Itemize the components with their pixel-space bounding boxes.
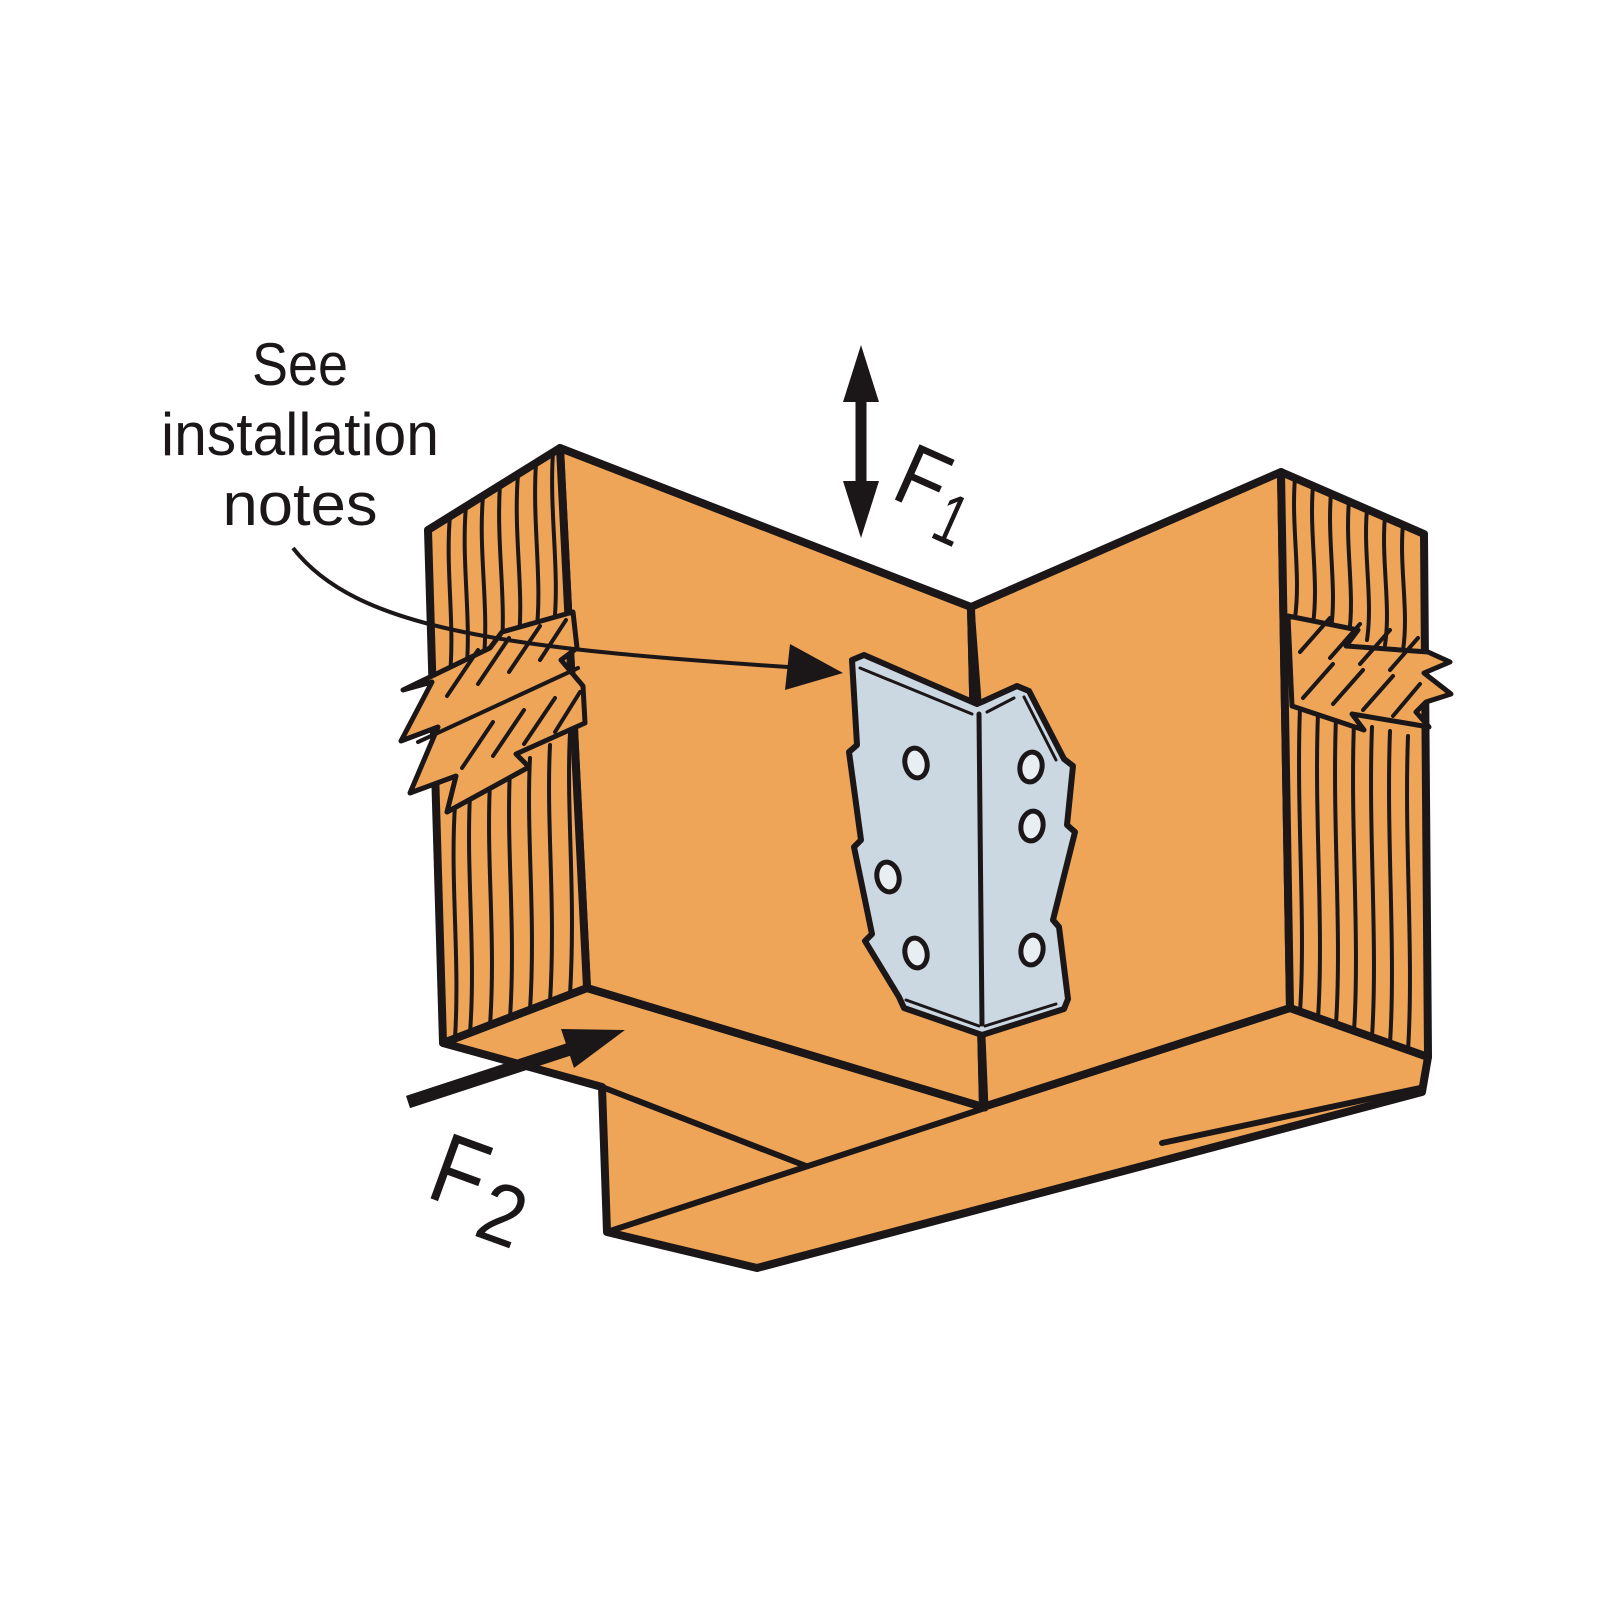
- note-text-line: installation: [161, 401, 439, 468]
- f2-label: F 2: [416, 1111, 539, 1267]
- left-beam-grain-lines: [446, 450, 574, 1040]
- inside-corner-edge-top: [967, 603, 982, 705]
- f2-arrow-shaft: [405, 1042, 573, 1109]
- f1-force-arrow: F 1: [843, 345, 980, 563]
- nail-hole: [902, 935, 930, 971]
- f1-arrowhead-up: [843, 345, 879, 402]
- inside-corner-edge-bottom: [978, 1032, 989, 1112]
- note-text-line: See: [252, 331, 348, 398]
- note-text-line: notes: [223, 471, 378, 538]
- left-bottom-strip-edge: [599, 1084, 809, 1169]
- right-break-herringbone: [1298, 616, 1422, 718]
- framing-angle-bracket: [846, 652, 1078, 1038]
- bottom-faces: [439, 984, 1432, 1272]
- nail-hole: [1017, 749, 1045, 785]
- nail-hole: [1018, 808, 1046, 844]
- leader-arrowhead: [785, 644, 843, 690]
- bottom-miter-crease: [604, 1105, 988, 1235]
- left-beam-break-mark: [398, 609, 588, 815]
- installation-note: See installation notes: [161, 331, 843, 690]
- bracket-bend-line: [976, 711, 985, 1027]
- leader-curve: [291, 546, 789, 669]
- nail-hole: [874, 859, 902, 895]
- f1-arrowhead-down: [843, 481, 879, 538]
- bracket-body: [846, 652, 1078, 1038]
- f2-arrowhead: [561, 1029, 625, 1068]
- note-leader-arrow: [291, 546, 843, 690]
- left-break-herringbone: [416, 618, 582, 770]
- bracket-thickness-lines: [858, 666, 1058, 1028]
- nail-hole: [1018, 932, 1046, 968]
- right-beam-break-mark: [1285, 613, 1454, 733]
- bracket-nail-holes: [874, 745, 1046, 971]
- right-bottom-edge-line: [1159, 1085, 1423, 1146]
- nail-hole: [902, 745, 930, 781]
- f1-label: F 1: [881, 424, 980, 563]
